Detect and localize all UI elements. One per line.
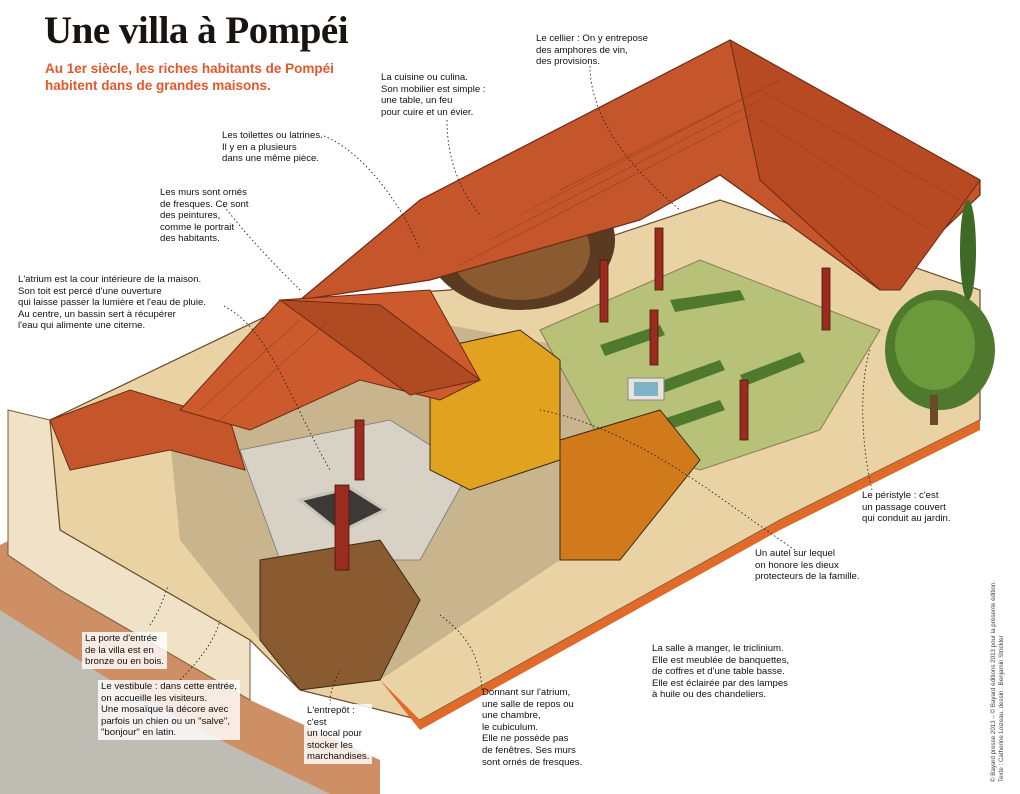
label-line: de fresques. Ce sont bbox=[160, 198, 249, 210]
label-cuisine: La cuisine ou culina. Son mobilier est s… bbox=[381, 72, 486, 118]
page-title: Une villa à Pompéi bbox=[44, 9, 349, 52]
label-line: un passage couvert bbox=[862, 501, 946, 513]
label-toilettes: Les toilettes ou latrines. Il y en a plu… bbox=[222, 130, 323, 165]
leader-murs bbox=[223, 205, 301, 291]
label-line: l'eau qui alimente une citerne. bbox=[18, 320, 146, 332]
label-line: Au centre, un bassin sert à récupérer bbox=[18, 308, 176, 320]
label-line: Un autel sur lequel bbox=[755, 548, 835, 559]
label-line: Le vestibule : dans cette entrée, bbox=[101, 681, 237, 692]
label-line: comme le portrait bbox=[160, 221, 235, 233]
label-line: Une mosaïque la décore avec bbox=[101, 704, 229, 716]
label-line: protecteurs de la famille. bbox=[755, 571, 860, 583]
roof-right bbox=[729, 39, 981, 291]
label-vestibule: Le vestibule : dans cette entrée, on acc… bbox=[98, 680, 240, 740]
label-line: Les murs sont ornés bbox=[160, 187, 247, 198]
label-line: Il y en a plusieurs bbox=[222, 141, 297, 153]
label-line: La cuisine ou culina. bbox=[381, 72, 468, 83]
label-peristyle: Le péristyle : c'est un passage couvert … bbox=[862, 490, 951, 525]
label-cellier: Le cellier : On y entrepose des amphores… bbox=[536, 33, 648, 68]
label-line: de la villa est en bbox=[85, 644, 154, 656]
label-line: des peintures, bbox=[160, 210, 221, 222]
label-line: une table, un feu bbox=[381, 95, 453, 107]
triclinium bbox=[559, 409, 701, 561]
label-cubiculum: Donnant sur l'atrium, une salle de repos… bbox=[482, 687, 582, 768]
label-line: qui conduit au jardin. bbox=[862, 513, 951, 525]
credits-line: © Bayard presse 2013 – © Bayard éditions… bbox=[990, 580, 997, 782]
street-pavement bbox=[0, 560, 380, 794]
label-line: L'atrium est la cour intérieure de la ma… bbox=[18, 274, 202, 285]
label-line: on accueille les visiteurs. bbox=[101, 692, 208, 704]
label-murs: Les murs sont ornés de fresques. Ce sont… bbox=[160, 187, 249, 245]
label-entrepot: L'entrepôt : c'est un local pour stocker… bbox=[304, 704, 373, 764]
roof-middle bbox=[278, 299, 482, 396]
label-line: le cubiculum. bbox=[482, 721, 538, 733]
label-autel: Un autel sur lequel on honore les dieux … bbox=[755, 548, 860, 583]
label-line: à huile ou des chandeliers. bbox=[652, 689, 767, 701]
label-line: une chambre, bbox=[482, 710, 541, 722]
label-line: marchandises. bbox=[307, 751, 370, 763]
label-line: c'est bbox=[307, 716, 327, 728]
label-line: Elle est meublée de banquettes, bbox=[652, 654, 790, 666]
label-porte: La porte d'entrée de la villa est en bro… bbox=[82, 632, 167, 669]
leader-cuisine bbox=[446, 119, 481, 216]
credits-line: Texte : Catherine Loizeau, dessin : Benj… bbox=[998, 635, 1005, 782]
label-line: Les toilettes ou latrines. bbox=[222, 130, 323, 141]
label-line: Son mobilier est simple : bbox=[381, 83, 486, 95]
leader-porte bbox=[149, 584, 169, 626]
leader-cellier bbox=[589, 65, 681, 211]
leader-atrium bbox=[223, 305, 331, 471]
page-subtitle: Au 1er siècle, les riches habitants de P… bbox=[45, 61, 334, 93]
label-line: La porte d'entrée bbox=[85, 633, 158, 644]
label-line: qui laisse passer la lumière et l'eau de… bbox=[18, 297, 206, 309]
label-line: parfois un chien ou un "salve", bbox=[101, 715, 230, 727]
label-line: des provisions. bbox=[536, 56, 600, 68]
label-line: sont ornés de fresques. bbox=[482, 756, 583, 768]
credits: © Bayard presse 2013 – © Bayard éditions… bbox=[990, 581, 1006, 782]
label-line: Son toit est percé d'une ouverture bbox=[18, 285, 162, 297]
label-line: dans une même pièce. bbox=[222, 153, 320, 165]
label-atrium: L'atrium est la cour intérieure de la ma… bbox=[18, 274, 206, 332]
label-line: pour cuire et un évier. bbox=[381, 106, 474, 118]
label-line: Elle est éclairée par des lampes bbox=[652, 677, 788, 689]
label-line: Le cellier : On y entrepose bbox=[536, 33, 648, 44]
label-line: des amphores de vin, bbox=[536, 44, 628, 56]
label-line: Donnant sur l'atrium, bbox=[482, 687, 571, 698]
label-salle-a-manger: La salle à manger, le triclinium. Elle e… bbox=[652, 643, 789, 701]
leader-toilettes bbox=[323, 135, 421, 251]
leader-peristyle bbox=[862, 349, 873, 491]
cypress-tree bbox=[960, 200, 976, 300]
label-line: une salle de repos ou bbox=[482, 698, 574, 710]
label-line: "bonjour" en latin. bbox=[101, 727, 177, 739]
label-line: L'entrepôt : bbox=[307, 705, 355, 716]
label-line: de fenêtres. Ses murs bbox=[482, 744, 576, 756]
label-line: de coffres et d'une table basse. bbox=[652, 666, 785, 678]
label-line: des habitants. bbox=[160, 233, 220, 245]
label-line: bronze ou en bois. bbox=[85, 656, 164, 668]
label-line: on honore les dieux bbox=[755, 559, 839, 571]
label-line: Elle ne possède pas bbox=[482, 733, 569, 745]
label-line: La salle à manger, le triclinium. bbox=[652, 643, 784, 654]
label-line: un local pour bbox=[307, 728, 362, 740]
label-line: Le péristyle : c'est bbox=[862, 490, 939, 501]
label-line: stocker les bbox=[307, 739, 353, 751]
